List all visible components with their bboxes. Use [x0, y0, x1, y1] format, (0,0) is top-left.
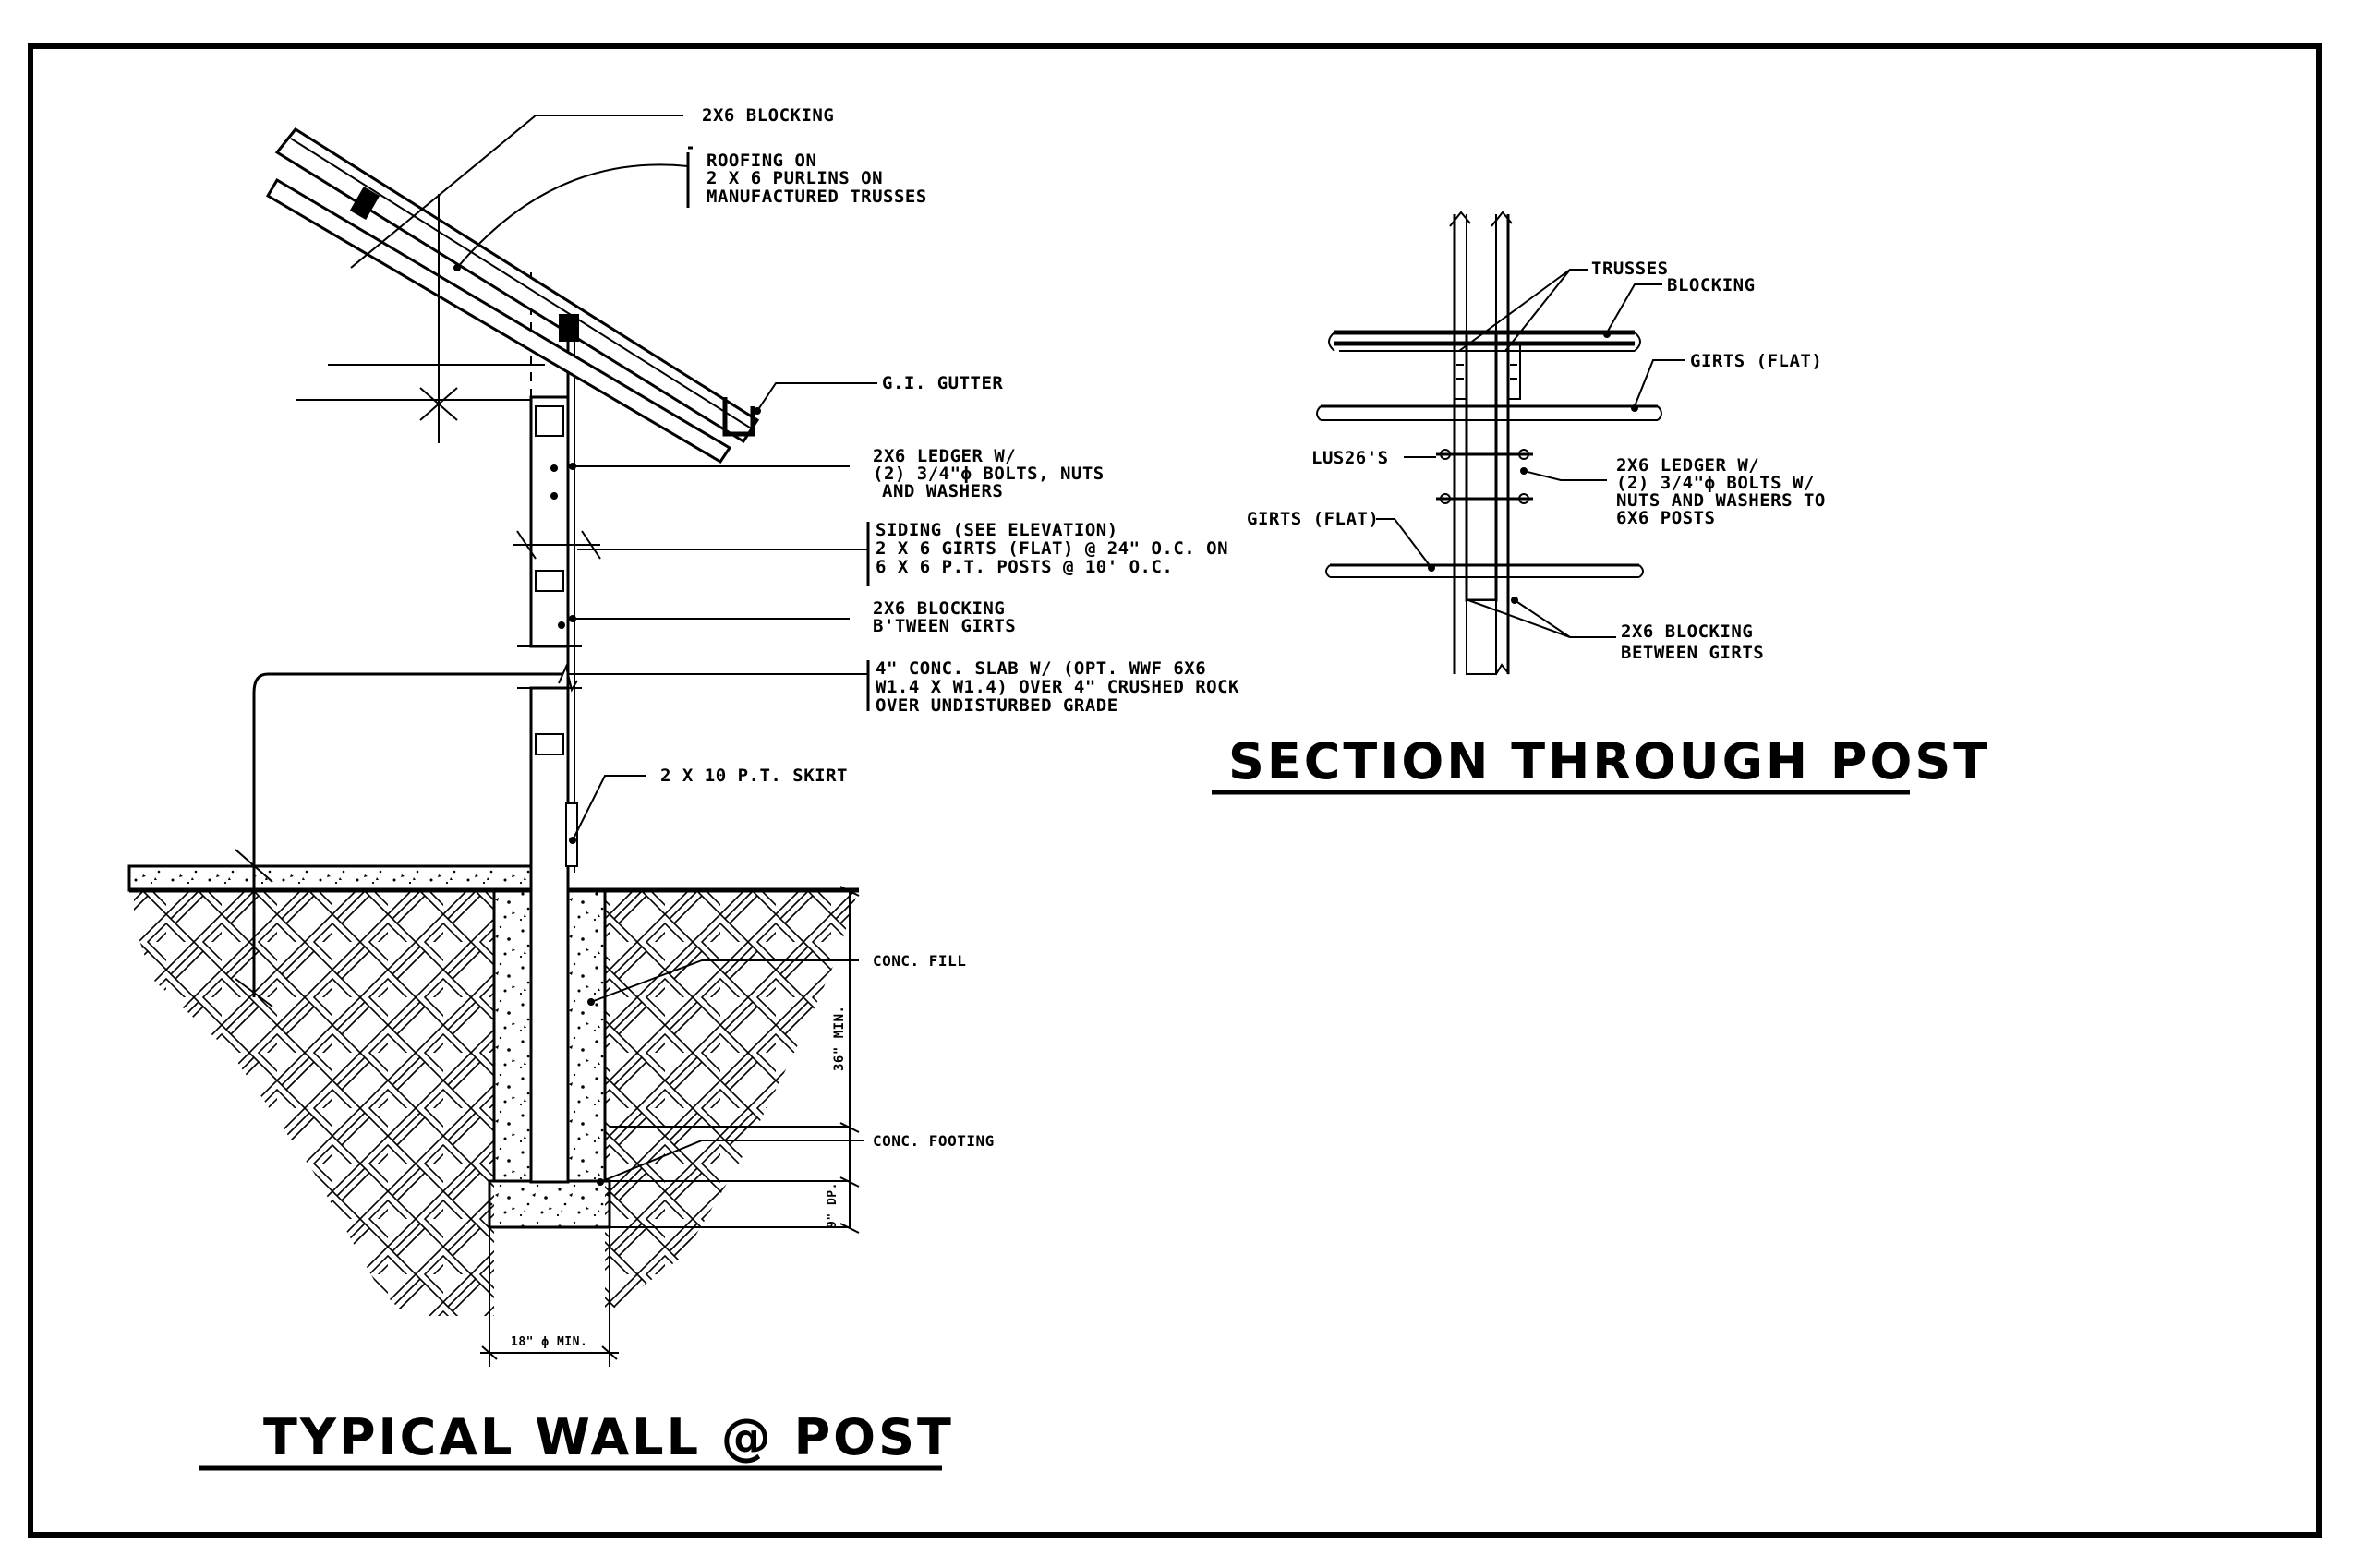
label-siding-3: 6 X 6 P.T. POSTS @ 10' O.C. — [876, 557, 1173, 577]
label-9-dp: 9" DP. — [826, 1182, 839, 1228]
label-18-min: 18" ϕ MIN. — [511, 1335, 587, 1349]
label-btw-1: 2X6 BLOCKING — [873, 598, 1005, 619]
label-girts-flat-left: GIRTS (FLAT) — [1247, 509, 1379, 529]
label-skirt: 2 X 10 P.T. SKIRT — [660, 766, 848, 786]
label-trusses: TRUSSES — [1591, 259, 1669, 279]
label-roofing-2: 2 X 6 PURLINS ON — [706, 168, 883, 188]
label-siding-2: 2 X 6 GIRTS (FLAT) @ 24" O.C. ON — [876, 538, 1228, 559]
title-section-through-post: SECTION THROUGH POST — [1228, 732, 1990, 790]
label-ledger-1: 2X6 LEDGER W/ — [873, 446, 1016, 466]
label-girts-flat-right: GIRTS (FLAT) — [1690, 351, 1822, 371]
label-sec-ledger-3: NUTS AND WASHERS TO — [1616, 490, 1826, 511]
label-lus26s: LUS26'S — [1311, 448, 1389, 468]
typical-wall-detail — [127, 115, 942, 1471]
label-36-min: 36" MIN. — [832, 1006, 847, 1071]
label-slab-1: 4" CONC. SLAB W/ (OPT. WWF 6X6 — [876, 658, 1206, 679]
gutter — [722, 397, 755, 437]
label-sec-ledger-2: (2) 3/4"ϕ BOLTS W/ — [1616, 473, 1815, 493]
label-blocking: BLOCKING — [1667, 275, 1756, 296]
label-btw-2: B'TWEEN GIRTS — [873, 616, 1016, 636]
label-2x6-blocking: 2X6 BLOCKING — [702, 105, 834, 126]
label-ledger-3: AND WASHERS — [882, 481, 1003, 501]
label-slab-3: OVER UNDISTURBED GRADE — [876, 695, 1118, 716]
label-blocking-btw-1: 2X6 BLOCKING — [1621, 621, 1753, 642]
label-gutter: G.I. GUTTER — [882, 373, 1003, 393]
label-blocking-btw-2: BETWEEN GIRTS — [1621, 643, 1764, 663]
label-slab-2: W1.4 X W1.4) OVER 4" CRUSHED ROCK — [876, 677, 1239, 697]
label-roofing-3: MANUFACTURED TRUSSES — [706, 187, 927, 207]
title-typical-wall: TYPICAL WALL @ POST — [263, 1408, 954, 1466]
sheet-border — [28, 43, 2322, 1538]
label-roofing-1: ROOFING ON — [706, 151, 816, 171]
concrete-slab — [127, 864, 565, 892]
section-post-detail — [1212, 211, 1910, 795]
label-sec-ledger-1: 2X6 LEDGER W/ — [1616, 455, 1759, 476]
label-siding-1: SIDING (SEE ELEVATION) — [876, 520, 1118, 540]
concrete-footing — [488, 1179, 611, 1229]
post — [529, 686, 570, 1184]
label-conc-footing: CONC. FOOTING — [873, 1132, 995, 1150]
label-sec-ledger-4: 6X6 POSTS — [1616, 508, 1715, 528]
label-conc-fill: CONC. FILL — [873, 952, 966, 970]
label-ledger-2: (2) 3/4"ϕ BOLTS, NUTS — [873, 464, 1105, 484]
